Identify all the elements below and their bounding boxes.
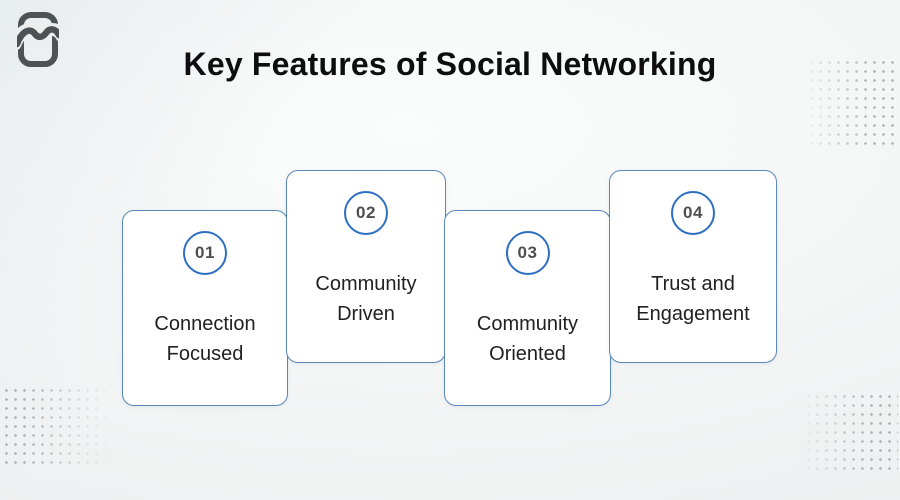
feature-card-label: Connection Focused <box>154 313 256 365</box>
brand-mark-icon <box>17 12 59 67</box>
step-number-badge: 02 <box>344 191 388 235</box>
feature-card-label: Trust and Engagement <box>636 273 750 325</box>
step-number-badge: 01 <box>183 231 227 275</box>
feature-card-community-oriented: 03 Community Oriented <box>444 210 611 406</box>
dot-pattern-bottom-right <box>795 392 898 472</box>
feature-card-label: Community Oriented <box>476 313 579 365</box>
feature-card-trust-engagement: 04 Trust and Engagement <box>609 170 777 363</box>
step-number: 04 <box>683 203 703 222</box>
step-number: 01 <box>195 243 215 262</box>
feature-card-label: Community Driven <box>315 273 417 325</box>
step-number: 03 <box>517 243 538 262</box>
step-number: 02 <box>356 203 376 222</box>
feature-card-connection-focused: 01 Connection Focused <box>122 210 288 406</box>
step-number-badge: 04 <box>671 191 715 235</box>
step-number-badge: 03 <box>505 231 550 275</box>
dot-pattern-bottom-left <box>2 386 112 468</box>
feature-card-community-driven: 02 Community Driven <box>286 170 446 363</box>
dot-pattern-right <box>798 58 898 146</box>
page-title: Key Features of Social Networking <box>183 46 717 82</box>
